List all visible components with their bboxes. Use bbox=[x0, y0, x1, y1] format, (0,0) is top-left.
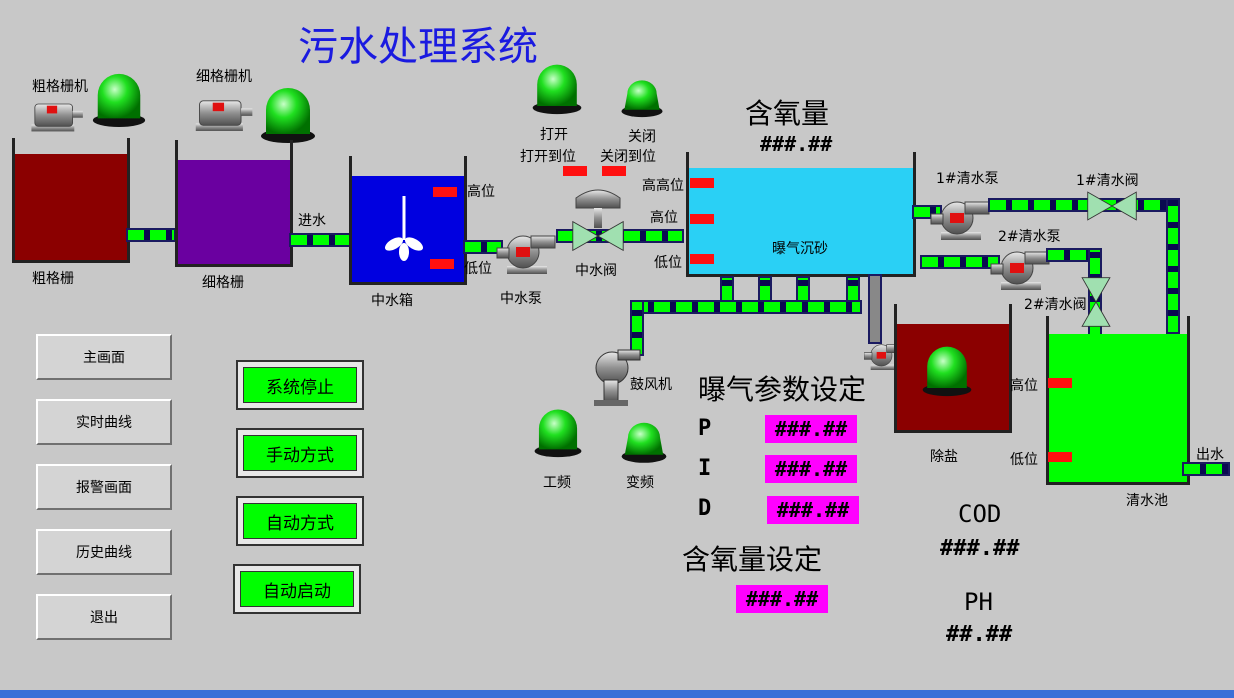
clear-pool-label: 清水池 bbox=[1126, 493, 1168, 509]
aeration-high-indicator bbox=[690, 214, 714, 224]
ph-label: PH bbox=[964, 588, 993, 616]
cod-value: ###.## bbox=[940, 536, 1020, 561]
i-value-input[interactable]: ###.## bbox=[765, 455, 857, 483]
agitator-icon bbox=[384, 196, 424, 261]
pipe-midtank-pump bbox=[463, 240, 503, 254]
mid-pump-label: 中水泵 bbox=[500, 291, 542, 307]
valve-close-done-label: 关闭到位 bbox=[600, 149, 656, 165]
aeration-low-indicator bbox=[690, 254, 714, 264]
coarse-motor-icon[interactable] bbox=[28, 96, 88, 136]
mid-valve-icon[interactable] bbox=[570, 188, 626, 258]
clear-pump-1-icon[interactable] bbox=[930, 194, 992, 244]
outlet-pipe bbox=[1182, 462, 1230, 476]
system-stop-button[interactable]: 系统停止 bbox=[236, 360, 364, 410]
valve-close-label: 关闭 bbox=[628, 129, 656, 145]
aeration-tank bbox=[686, 152, 916, 277]
air-header-pipe bbox=[630, 300, 862, 314]
pipe-valve1-down bbox=[1166, 198, 1180, 334]
pipe-aeration-pump2 bbox=[920, 255, 1000, 269]
valve-close-lamp-icon bbox=[614, 76, 670, 120]
pool-high-indicator bbox=[1048, 378, 1072, 388]
auto-start-button[interactable]: 自动启动 bbox=[233, 564, 361, 614]
aeration-highhigh-indicator bbox=[690, 178, 714, 188]
mid-tank-high-label: 高位 bbox=[467, 184, 495, 200]
fine-motor-label: 细格栅机 bbox=[196, 69, 252, 85]
clear-valve-1-label: 1#清水阀 bbox=[1076, 173, 1139, 189]
oxygen-value: ###.## bbox=[760, 132, 833, 156]
valve-open-done-indicator bbox=[563, 166, 587, 176]
valve-open-lamp-icon bbox=[530, 58, 584, 118]
d-label: D bbox=[698, 496, 712, 521]
fine-motor-icon[interactable] bbox=[192, 94, 258, 134]
mid-tank-low-label: 低位 bbox=[464, 261, 492, 277]
mid-pump-icon[interactable] bbox=[496, 228, 558, 278]
cod-label: COD bbox=[958, 500, 1002, 528]
power-freq-label: 工频 bbox=[543, 475, 571, 491]
manual-mode-label: 手动方式 bbox=[243, 435, 357, 471]
clear-pump-1-label: 1#清水泵 bbox=[936, 171, 999, 187]
realtime-curve-button[interactable]: 实时曲线 bbox=[36, 399, 172, 445]
blower-label: 鼓风机 bbox=[630, 377, 672, 393]
main-screen-button[interactable]: 主画面 bbox=[36, 334, 172, 380]
valve-open-done-label: 打开到位 bbox=[520, 149, 576, 165]
auto-start-label: 自动启动 bbox=[240, 571, 354, 607]
clear-water-pool bbox=[1046, 316, 1190, 485]
i-label: I bbox=[698, 456, 712, 481]
mid-tank-low-indicator bbox=[430, 259, 454, 269]
valve-open-label: 打开 bbox=[540, 127, 568, 143]
power-freq-lamp-icon bbox=[532, 400, 584, 464]
pipe-inlet bbox=[289, 233, 351, 247]
pool-high-label: 高位 bbox=[1010, 378, 1038, 394]
aeration-low-label: 低位 bbox=[654, 255, 682, 271]
taskbar bbox=[0, 690, 1234, 698]
clear-valve-1-icon[interactable] bbox=[1086, 188, 1138, 224]
pipe-pump1-valve1 bbox=[988, 198, 1178, 212]
pool-low-indicator bbox=[1048, 452, 1072, 462]
coarse-motor-lamp-icon bbox=[90, 68, 148, 130]
history-curve-button[interactable]: 历史曲线 bbox=[36, 529, 172, 575]
inlet-label: 进水 bbox=[298, 213, 326, 229]
clear-pump-2-icon[interactable] bbox=[990, 244, 1052, 294]
pool-low-label: 低位 bbox=[1010, 452, 1038, 468]
aeration-highhigh-label: 高高位 bbox=[642, 178, 684, 194]
desalt-label: 除盐 bbox=[930, 449, 958, 465]
fine-screen-label: 细格栅 bbox=[202, 275, 244, 291]
coarse-motor-label: 粗格栅机 bbox=[32, 79, 88, 95]
coarse-screen-tank bbox=[12, 138, 130, 263]
aeration-params-title: 曝气参数设定 bbox=[698, 373, 867, 406]
desalt-lamp-icon bbox=[920, 340, 974, 400]
oxygen-label: 含氧量 bbox=[745, 97, 830, 130]
auto-mode-label: 自动方式 bbox=[243, 503, 357, 539]
ph-value: ##.## bbox=[946, 622, 1013, 647]
mid-tank-high-indicator bbox=[433, 187, 457, 197]
valve-close-done-indicator bbox=[602, 166, 626, 176]
fine-motor-lamp-icon bbox=[258, 82, 318, 146]
aeration-tank-label: 曝气沉砂 bbox=[772, 241, 828, 257]
p-value-input[interactable]: ###.## bbox=[765, 415, 857, 443]
auto-mode-button[interactable]: 自动方式 bbox=[236, 496, 364, 546]
mid-valve-label: 中水阀 bbox=[575, 263, 617, 279]
clear-pump-2-label: 2#清水泵 bbox=[998, 229, 1061, 245]
outlet-label: 出水 bbox=[1196, 447, 1224, 463]
variable-freq-lamp-icon bbox=[614, 418, 674, 466]
pipe-coarse-fine bbox=[126, 228, 176, 242]
blower-icon[interactable] bbox=[590, 346, 642, 408]
d-value-input[interactable]: ###.## bbox=[767, 496, 859, 524]
exit-button[interactable]: 退出 bbox=[36, 594, 172, 640]
desalt-feed-pipe bbox=[868, 274, 882, 344]
alarm-screen-button[interactable]: 报警画面 bbox=[36, 464, 172, 510]
variable-freq-label: 变频 bbox=[626, 475, 654, 491]
oxygen-setpoint-label: 含氧量设定 bbox=[682, 543, 823, 576]
system-stop-label: 系统停止 bbox=[243, 367, 357, 403]
page-title: 污水处理系统 bbox=[298, 24, 538, 70]
coarse-screen-label: 粗格栅 bbox=[32, 271, 74, 287]
desalt-tank bbox=[894, 304, 1012, 433]
clear-valve-2-label: 2#清水阀 bbox=[1024, 297, 1087, 313]
p-label: P bbox=[698, 416, 712, 441]
aeration-high-label: 高位 bbox=[650, 210, 678, 226]
oxygen-setpoint-input[interactable]: ###.## bbox=[736, 585, 828, 613]
mid-tank-label: 中水箱 bbox=[371, 293, 413, 309]
manual-mode-button[interactable]: 手动方式 bbox=[236, 428, 364, 478]
fine-screen-tank bbox=[175, 140, 293, 267]
